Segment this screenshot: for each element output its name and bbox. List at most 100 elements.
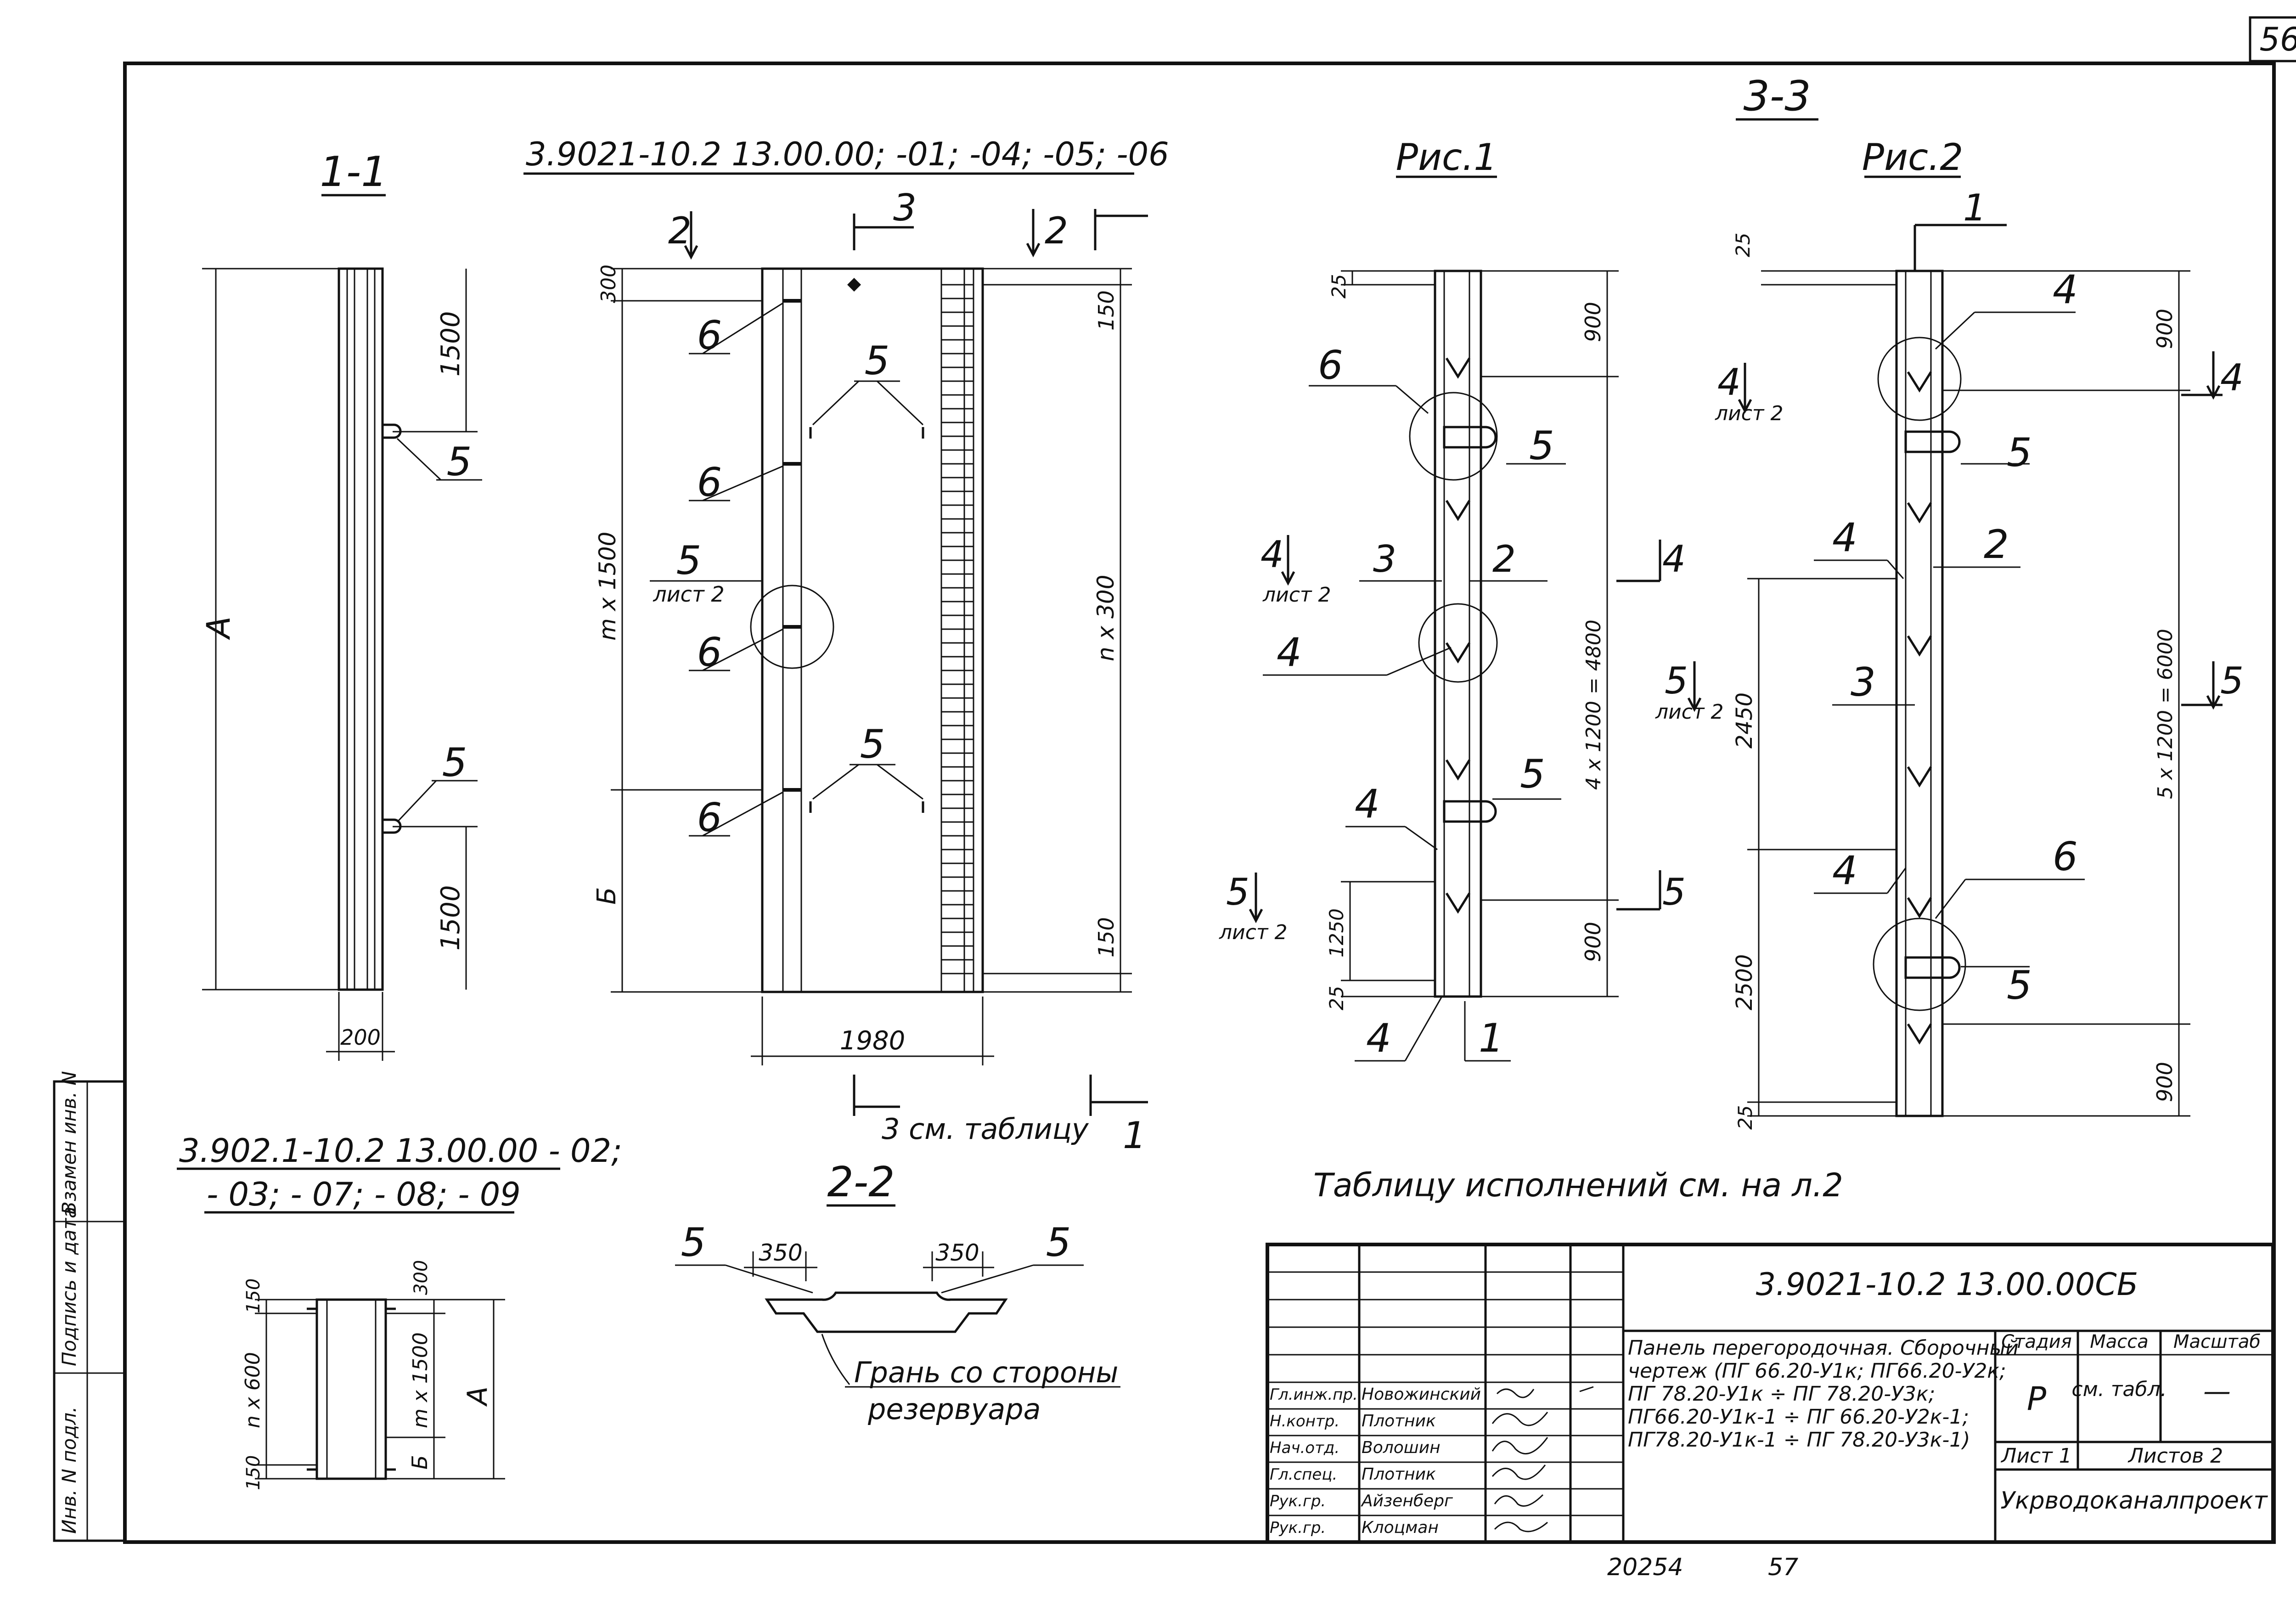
small-dim-150-top: 150 <box>243 1278 264 1313</box>
small-dim-A: А <box>461 1386 494 1407</box>
see-table-note: 3 см. таблицу <box>882 1112 1089 1146</box>
pos-5-top: 5 <box>447 439 472 485</box>
small-dim-m1500: m x 1500 <box>409 1332 432 1428</box>
small-dim-300: 300 <box>411 1260 432 1295</box>
fig1-pos-6: 6 <box>1318 343 1343 389</box>
role-3: Нач.отд. <box>1270 1439 1339 1457</box>
fig1-cut-5-sheet: лист 2 <box>1219 921 1288 944</box>
fig1-cut-4-sheet: лист 2 <box>1262 583 1331 607</box>
fig1-cut-4: 4 <box>1261 533 1284 576</box>
role-4: Гл.спец. <box>1270 1465 1337 1484</box>
fig1-dim-4800: 4 x 1200 = 4800 <box>1582 619 1605 790</box>
variant-b-view: 3.902.1-10.2 13.00.00 - 02; - 03; - 07; … <box>177 1132 622 1490</box>
scale-value: — <box>2203 1375 2231 1408</box>
organization: Укрводоканалпроект <box>2000 1487 2268 1515</box>
drawing-code: 3.9021-10.2 13.00.00СБ <box>1756 1267 2138 1303</box>
section-2-2-title: 2-2 <box>827 1158 895 1206</box>
fig1-panel <box>1434 270 1482 998</box>
desc-line-2: чертеж (ПГ 66.20-У1к; ПГ66.20-У2к; <box>1628 1359 2006 1383</box>
cut-2-right: 2 <box>1045 209 1068 252</box>
name-4: Плотник <box>1362 1465 1436 1484</box>
fig2-pos-4-a: 4 <box>2053 267 2078 313</box>
variant-b-title-1: 3.902.1-10.2 13.00.00 - 02; <box>179 1132 622 1170</box>
fig1-pos-4-c: 4 <box>1366 1015 1391 1061</box>
pos-5-c: 5 <box>676 538 702 584</box>
dim-1980: 1980 <box>840 1026 906 1056</box>
cut-1: 1 <box>1123 1114 1146 1157</box>
col-scale: Масштаб <box>2173 1331 2261 1352</box>
sheets-label: Листов 2 <box>2127 1444 2223 1468</box>
page-number: 57 <box>1768 1554 1798 1581</box>
archive-number: 20254 <box>1607 1554 1683 1581</box>
fig2-cut-4-sheet: лист 2 <box>1715 402 1784 425</box>
sheet-ref-5: лист 2 <box>653 582 724 607</box>
fig1-cut-5-mid: 5 <box>1665 659 1688 702</box>
fig2-cut-4-left: 4 <box>1717 361 1741 404</box>
sheet-number: 56 <box>2259 21 2296 58</box>
small-panel <box>315 1298 387 1480</box>
role-2: Н.контр. <box>1270 1412 1339 1430</box>
fig2-loop-bottom <box>1904 956 1961 979</box>
desc-line-5: ПГ78.20-У1к-1 ÷ ПГ 78.20-У3к-1) <box>1628 1428 1970 1452</box>
dim-1500-bottom: 1500 <box>436 885 466 951</box>
pos-6-b: 6 <box>697 460 722 506</box>
mass-value: см. табл. <box>2071 1378 2167 1401</box>
signature-4 <box>1491 1464 1546 1480</box>
fig2-panel <box>1895 270 1944 1117</box>
role-1: Гл.инж.пр. <box>1270 1385 1358 1404</box>
small-dim-150-bottom: 150 <box>243 1455 264 1490</box>
name-1: Новожинский <box>1362 1385 1481 1404</box>
fig2-dim-25-bottom: 25 <box>1734 1105 1756 1130</box>
fig1-title: Рис.1 <box>1396 136 1497 179</box>
pos-5-bottom: 5 <box>442 740 467 786</box>
s22-pos-5-left: 5 <box>681 1220 706 1266</box>
col-stage: Стадия <box>2001 1331 2071 1352</box>
fig2-pos-3: 3 <box>1851 659 1876 705</box>
fig1-dim-25-bottom: 25 <box>1325 986 1348 1010</box>
fig2-dim-2450: 2450 <box>1732 693 1757 749</box>
dim-B: Б <box>592 887 622 905</box>
fig1-dim-1250: 1250 <box>1325 908 1348 957</box>
dim-150-top: 150 <box>1094 290 1119 331</box>
fig2-loop-top <box>1904 430 1961 453</box>
fig1-dim-900-top: 900 <box>1581 302 1605 342</box>
cut-2-left: 2 <box>668 209 692 252</box>
fig1-loop-bottom <box>1443 800 1497 823</box>
fig1-pos-2: 2 <box>1492 538 1516 580</box>
dim-300: 300 <box>597 265 620 303</box>
signature-1 <box>1496 1386 1594 1398</box>
panel-edge-view <box>338 267 384 991</box>
signature-6 <box>1494 1521 1548 1532</box>
figure-1: Рис.1 25 1250 25 900 4 x 1200 = 4800 900… <box>1219 136 1724 1062</box>
title-block: 3.9021-10.2 13.00.00СБ Панель перегородо… <box>1266 1243 2275 1544</box>
edge-label-1: Грань со стороны <box>854 1356 1118 1389</box>
cut-3: 3 <box>893 186 917 229</box>
desc-line-3: ПГ 78.20-У1к ÷ ПГ 78.20-У3к; <box>1628 1382 1935 1406</box>
fig1-cut-5-right: 5 <box>1662 871 1686 913</box>
fig1-pos-5-top: 5 <box>1529 423 1554 469</box>
figure-2: Рис.2 1 25 2450 2500 25 900 5 x 1200 = 6… <box>1715 136 2244 1130</box>
fig1-dim-25-top: 25 <box>1328 274 1350 298</box>
fig1-loop-top <box>1443 426 1497 449</box>
pos-6-c: 6 <box>697 630 722 676</box>
fig2-pos-5-a: 5 <box>2007 430 2032 476</box>
stamp-replacement-inv: Взамен инв. N <box>58 1071 80 1215</box>
fig2-pos-5-b: 5 <box>2007 963 2032 1008</box>
fig1-cut-4-right: 4 <box>1662 538 1686 580</box>
fig2-pos-6: 6 <box>2053 834 2078 880</box>
fig1-pos-1: 1 <box>1479 1015 1504 1061</box>
front-view: 3.9021-10.2 13.00.00; -01; -04; -05; -06… <box>523 135 1169 1157</box>
pos-6-d: 6 <box>697 795 722 841</box>
fig2-pos-4-c: 4 <box>1832 848 1857 894</box>
detail-circle-5 <box>750 585 834 669</box>
signature-3 <box>1491 1437 1548 1454</box>
dim-150-bottom: 150 <box>1094 917 1119 957</box>
variant-a-title: 3.9021-10.2 13.00.00; -01; -04; -05; -06 <box>526 135 1169 173</box>
dim-200: 200 <box>340 1025 381 1050</box>
sheet-label: Лист 1 <box>2000 1444 2071 1468</box>
dim-350-right: 350 <box>935 1239 979 1266</box>
pos-5-a: 5 <box>865 338 890 384</box>
section-2-2-profile <box>765 1291 1008 1333</box>
fig2-dim-900-top: 900 <box>2152 309 2177 349</box>
signature-2 <box>1491 1412 1548 1426</box>
